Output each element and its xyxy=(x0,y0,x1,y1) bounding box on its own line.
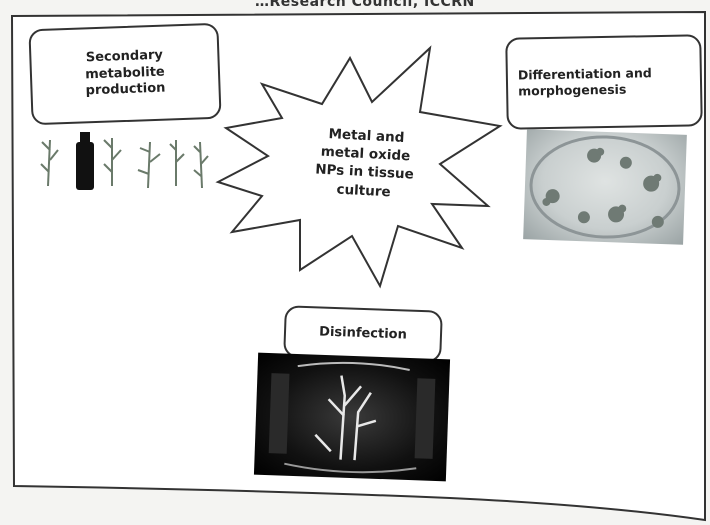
center-label: Metal and metal oxide NPs in tissue cult… xyxy=(314,126,415,201)
culture-jar-photo xyxy=(253,352,451,482)
petri-dish-photo xyxy=(523,129,687,245)
disinfection-label: Disinfection xyxy=(318,324,408,343)
differentiation-label: Differentiation and morphogenesis xyxy=(517,64,652,99)
page-header: …Research Council, ICCRN xyxy=(255,0,475,10)
differentiation-box: Differentiation and morphogenesis xyxy=(505,34,703,130)
secondary-metabolite-box: Secondary metabolite production xyxy=(28,22,222,126)
secondary-metabolite-label: Secondary metabolite production xyxy=(84,47,166,99)
plant-sprigs-icon xyxy=(40,138,209,189)
center-starburst xyxy=(215,45,503,289)
bottle-icon xyxy=(76,132,94,190)
